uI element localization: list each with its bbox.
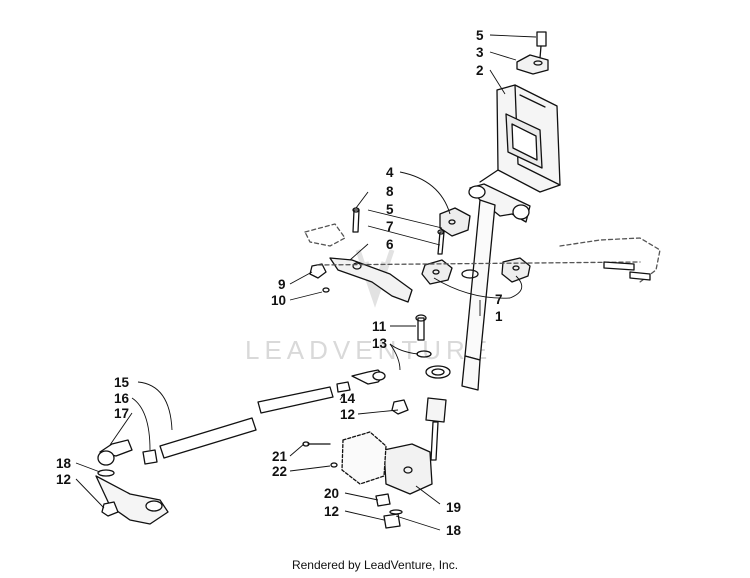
lower-bracket-washer xyxy=(389,509,403,515)
leader-lines xyxy=(75,34,537,531)
lower-bracket-nut xyxy=(375,493,391,507)
watermark-text: LEADVENTURE xyxy=(245,335,492,365)
cotter-pin xyxy=(302,441,331,447)
tie-rod-end-lower xyxy=(97,439,133,466)
lower-bracket xyxy=(341,431,433,495)
lower-bracket-locknut xyxy=(383,513,401,529)
callout-12-lower: 12 xyxy=(324,504,339,519)
callout-20: 20 xyxy=(324,486,339,501)
cotter-washer xyxy=(330,462,338,468)
callout-5-bracket: 5 xyxy=(386,202,394,217)
bracket-nut xyxy=(309,263,327,279)
jam-nut-lower xyxy=(142,449,158,465)
frame-stud-right xyxy=(603,261,651,281)
callout-13: 13 xyxy=(372,336,388,351)
spindle-arm xyxy=(95,475,169,525)
callout-2: 2 xyxy=(476,63,484,78)
callout-11: 11 xyxy=(372,319,387,334)
callout-3: 3 xyxy=(476,45,484,60)
tie-rod-end-upper xyxy=(351,369,386,385)
callout-18-lower: 18 xyxy=(446,523,462,538)
bracket-screw xyxy=(352,207,360,233)
tie-rod-lower xyxy=(159,417,257,459)
spindle-nut xyxy=(101,501,119,517)
callout-12-tie-rod: 12 xyxy=(340,407,355,422)
callout-1: 1 xyxy=(495,309,503,324)
support-bracket xyxy=(329,257,413,303)
bearing-block-lower xyxy=(421,259,453,285)
callout-18-spindle: 18 xyxy=(56,456,72,471)
tie-rod-upper xyxy=(257,386,334,414)
callout-7: 7 xyxy=(386,219,394,234)
callout-8: 8 xyxy=(386,184,394,199)
handlebar-riser xyxy=(479,84,561,193)
footer-credit: Rendered by LeadVenture, Inc. xyxy=(291,558,459,572)
callout-19: 19 xyxy=(446,500,461,515)
callout-7-right: 7 xyxy=(495,292,503,307)
bracket-washer xyxy=(322,287,330,293)
jam-nut-upper xyxy=(336,381,351,393)
callout-22: 22 xyxy=(272,464,287,479)
bearing-bolt xyxy=(415,314,427,341)
callout-15: 15 xyxy=(114,375,130,390)
callout-6: 6 xyxy=(386,237,394,252)
bearing-block-screw xyxy=(437,229,445,255)
callout-4: 4 xyxy=(386,165,394,180)
frame-reference-dashed xyxy=(304,223,661,283)
callout-10: 10 xyxy=(271,293,286,308)
bearing-block-right xyxy=(501,257,531,283)
callout-9: 9 xyxy=(278,277,286,292)
callout-16: 16 xyxy=(114,391,130,406)
callout-12-spindle: 12 xyxy=(56,472,71,487)
steering-post-upper xyxy=(468,183,531,223)
clamp-screw xyxy=(536,31,547,59)
callout-17: 17 xyxy=(114,406,129,421)
callout-5: 5 xyxy=(476,28,484,43)
handlebar-clamp-cap xyxy=(516,54,549,75)
spindle-washer xyxy=(97,469,115,477)
callout-14: 14 xyxy=(340,391,356,406)
tie-rod-nut xyxy=(391,399,409,415)
callout-21: 21 xyxy=(272,449,288,464)
steering-post-shaft xyxy=(425,199,496,461)
callout-labels: 5 3 2 4 8 5 7 6 9 10 7 1 11 13 15 16 17 … xyxy=(56,28,503,538)
bearing-block-upper xyxy=(439,207,471,237)
